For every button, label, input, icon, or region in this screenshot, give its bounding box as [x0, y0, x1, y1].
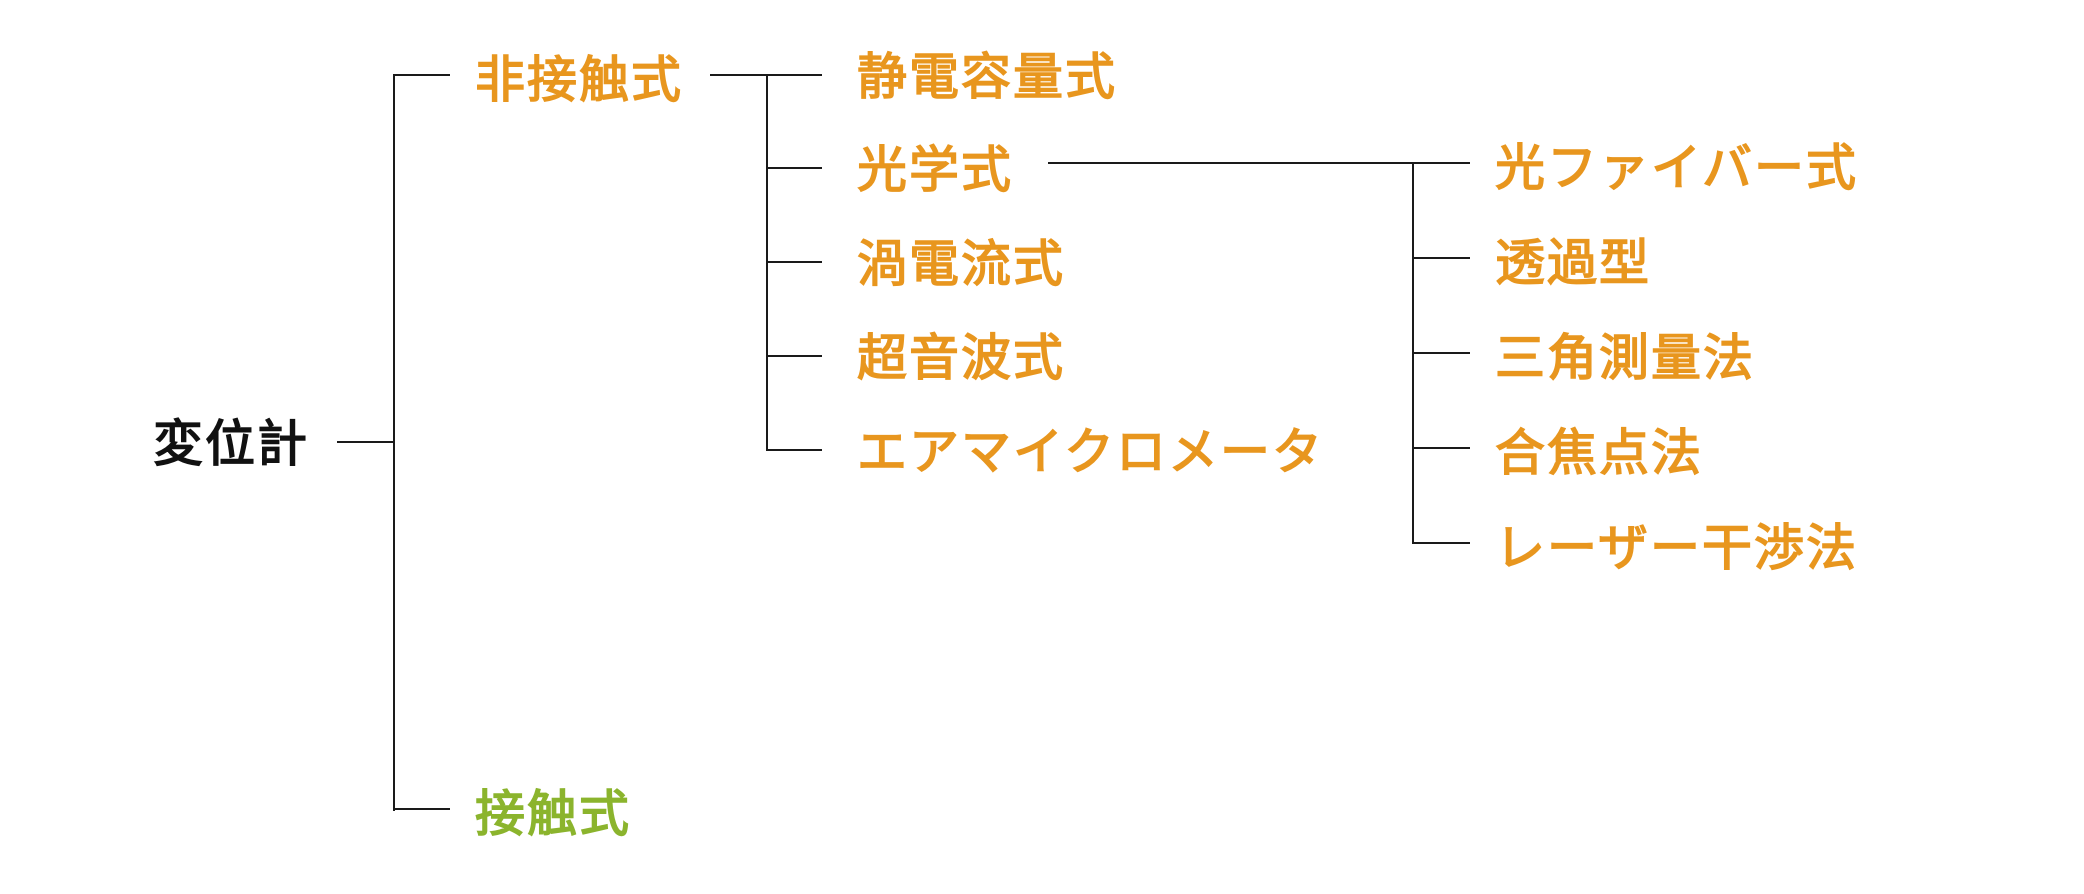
branch-line-confocal [1412, 447, 1470, 449]
root-connector-line [337, 441, 395, 443]
node-triangulation: 三角測量法 [1495, 329, 1755, 387]
node-eddy-current: 渦電流式 [857, 235, 1065, 293]
branch-line-ultrasonic [766, 355, 822, 357]
node-laser-interferometry: レーザー干渉法 [1495, 519, 1858, 577]
node-confocal: 合焦点法 [1495, 424, 1703, 482]
branch-line-air-micrometer [766, 449, 822, 451]
node-capacitive: 静電容量式 [857, 48, 1117, 106]
branch-line-laser-interferometry [1412, 542, 1470, 544]
node-non-contact: 非接触式 [475, 51, 683, 109]
branch-line-contact [393, 808, 450, 810]
branch-line-optical [766, 167, 822, 169]
branch-line-transmission [1412, 257, 1470, 259]
level1-trunk-line [393, 74, 395, 811]
branch-line-non-contact [393, 74, 450, 76]
optical-connector-line [1048, 162, 1470, 164]
node-optical: 光学式 [857, 141, 1013, 199]
branch-line-triangulation [1412, 352, 1470, 354]
node-ultrasonic: 超音波式 [857, 329, 1065, 387]
branch-line-eddy-current [766, 261, 822, 263]
node-air-micrometer: エアマイクロメータ [857, 423, 1324, 481]
node-contact: 接触式 [475, 785, 631, 843]
root-node-label: 変位計 [153, 415, 309, 473]
node-optical-fiber: 光ファイバー式 [1495, 139, 1858, 197]
node-transmission: 透過型 [1495, 234, 1651, 292]
